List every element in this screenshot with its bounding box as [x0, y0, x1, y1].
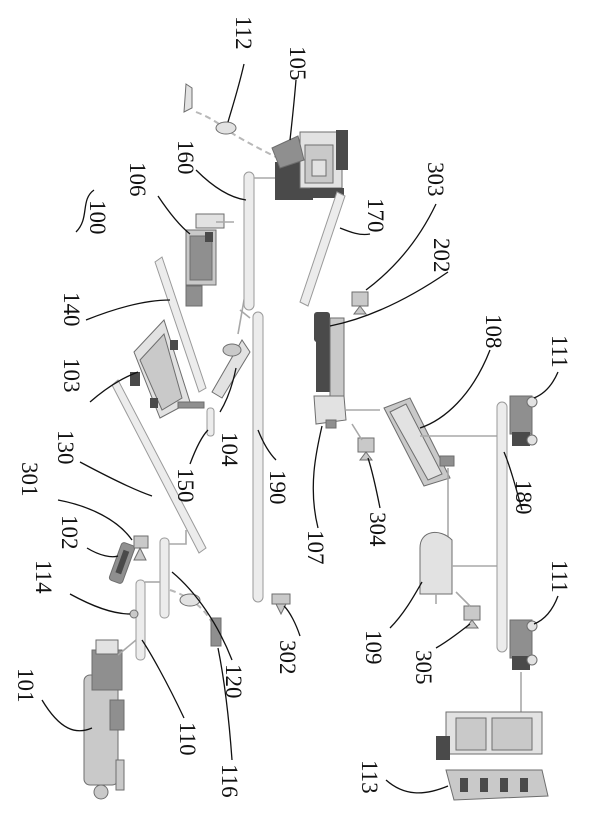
label-101: 101: [13, 668, 38, 703]
label-111a: 111: [547, 335, 572, 368]
label-120: 120: [221, 664, 246, 699]
label-140: 140: [59, 292, 84, 327]
label-170: 170: [363, 198, 388, 233]
conveyor-120: [145, 530, 187, 619]
equipment-112: [183, 83, 279, 159]
equipment-113: [436, 711, 549, 801]
label-113: 113: [357, 760, 382, 794]
equipment-305: [455, 591, 481, 629]
label-106: 106: [125, 162, 150, 197]
label-303: 303: [423, 162, 448, 197]
label-202: 202: [429, 238, 454, 273]
equipment-116: [169, 589, 222, 647]
conveyor-190: [252, 311, 264, 603]
label-111b: 111: [547, 560, 572, 593]
node-114: [129, 609, 139, 619]
conveyor-140: [154, 256, 207, 393]
label-305: 305: [411, 650, 436, 685]
label-116: 116: [217, 764, 242, 798]
equipment-304: [351, 423, 375, 461]
label-190: 190: [265, 470, 290, 505]
leader-lines: [41, 63, 559, 794]
conveyor-160: [243, 171, 275, 311]
equipment-109: [419, 532, 502, 604]
equipment-107: [313, 317, 380, 429]
equipment-103: [130, 319, 205, 419]
label-180: 180: [511, 480, 536, 515]
equipment-108: [383, 397, 500, 560]
label-107: 107: [303, 530, 328, 565]
equipment-105: [271, 130, 348, 200]
equipment-202: [314, 312, 330, 342]
equipment-302: [271, 593, 291, 616]
equipment-101: [83, 639, 125, 800]
label-112: 112: [231, 16, 256, 50]
conveyor-130: [111, 379, 207, 554]
conveyor-150: [206, 407, 215, 437]
conveyor-170: [299, 191, 346, 307]
conveyor-180: [496, 401, 508, 653]
label-100: 100: [85, 200, 110, 235]
label-110: 110: [175, 722, 200, 756]
label-130: 130: [53, 430, 78, 465]
label-150: 150: [173, 468, 198, 503]
truck-111-bottom: [509, 619, 538, 670]
label-114: 114: [31, 560, 56, 594]
conveyor-110: [117, 579, 146, 661]
label-304: 304: [365, 512, 390, 547]
label-105: 105: [285, 46, 310, 81]
truck-111-top: [509, 395, 538, 446]
label-301: 301: [17, 462, 42, 497]
equipment-301: [133, 535, 149, 561]
label-102: 102: [57, 515, 82, 550]
label-109: 109: [361, 630, 386, 665]
label-108: 108: [481, 314, 506, 349]
label-302: 302: [275, 640, 300, 675]
label-103: 103: [59, 358, 84, 393]
equipment-102: [108, 542, 136, 584]
label-160: 160: [173, 140, 198, 175]
label-104: 104: [217, 432, 242, 467]
equipment-303: [351, 291, 369, 315]
equipment-106: [185, 213, 234, 307]
labels: 100 101 102 103 104 105 106 107 108 109 …: [13, 16, 572, 798]
